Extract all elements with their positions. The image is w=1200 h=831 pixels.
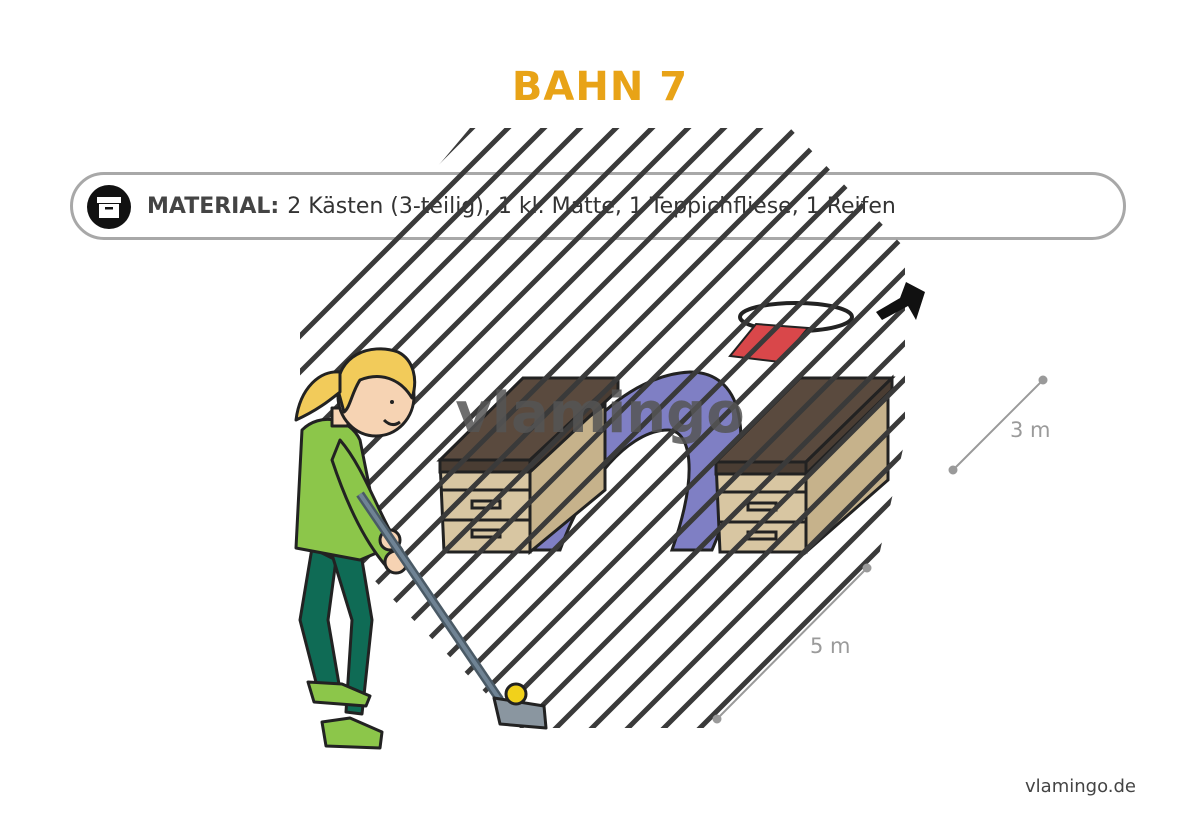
hatch-line — [0, 100, 68, 800]
hatch-line — [1132, 100, 1200, 800]
vaulting-box-left — [436, 374, 622, 556]
course-objects — [436, 301, 896, 556]
golf-ball — [504, 682, 528, 706]
box-archive-icon — [87, 185, 131, 229]
page-title: BAHN 7 — [511, 64, 689, 110]
material-text: MATERIAL: 2 Kästen (3-teilig), 1 kl. Matt… — [147, 194, 896, 219]
hatch-line — [1168, 100, 1200, 800]
watermark: vlamingo — [455, 381, 744, 446]
small-mat-arch — [530, 370, 743, 552]
material-label: MATERIAL: — [147, 194, 280, 219]
vaulting-box-right — [712, 374, 896, 556]
dimension-width-label: 3 m — [1010, 418, 1051, 442]
dimension-length-label: 5 m — [810, 634, 851, 658]
footer-site-link[interactable]: vlamingo.de — [1025, 776, 1136, 797]
golfer-figure — [294, 347, 548, 750]
start-arrow-icon — [876, 282, 925, 320]
hatch-line — [0, 100, 32, 800]
hoop — [738, 301, 854, 333]
carpet-tile — [728, 322, 810, 364]
material-items: 2 Kästen (3-teilig), 1 kl. Matte, 1 Tepp… — [287, 194, 896, 219]
material-bar: MATERIAL: 2 Kästen (3-teilig), 1 kl. Matt… — [70, 172, 1126, 240]
